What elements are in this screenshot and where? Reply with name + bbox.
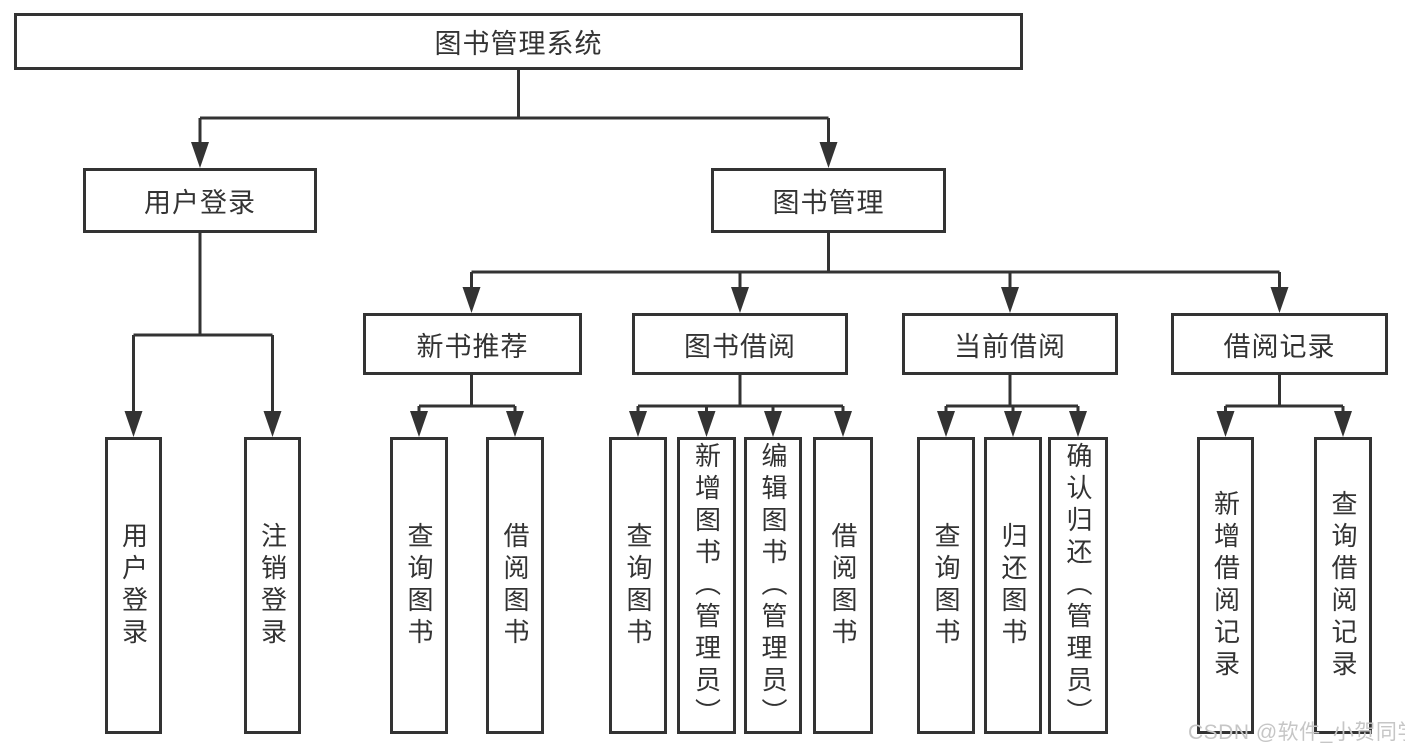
- leaf-add-book-admin: 新增图书（管理员）: [677, 437, 736, 734]
- leaf-label: 新增借阅记录: [1210, 489, 1241, 682]
- leaf-query-books-current: 查询图书: [917, 437, 975, 734]
- leaf-label: 借阅图书: [828, 521, 858, 650]
- leaf-label: 注销登录: [257, 521, 288, 650]
- leaf-label: 查询借阅记录: [1328, 489, 1358, 682]
- node-label: 图书管理系统: [434, 29, 603, 59]
- node-library-system: 图书管理系统: [14, 13, 1023, 70]
- node-user-login: 用户登录: [83, 168, 317, 233]
- node-book-management: 图书管理: [711, 168, 946, 233]
- leaf-logout: 注销登录: [244, 437, 301, 734]
- leaf-label: 归还图书: [998, 521, 1028, 650]
- leaf-label: 查询图书: [404, 521, 434, 650]
- leaf-label: 查询图书: [623, 521, 653, 650]
- leaf-return-books: 归还图书: [984, 437, 1042, 734]
- node-label: 新书推荐: [416, 331, 529, 362]
- leaf-edit-book-admin: 编辑图书（管理员）: [744, 437, 802, 734]
- leaf-add-borrow-record: 新增借阅记录: [1197, 437, 1254, 734]
- leaf-query-books-recommend: 查询图书: [390, 437, 448, 734]
- csdn-watermark: CSDN @软件_小贺同学: [1188, 721, 1405, 744]
- leaf-label: 编辑图书（管理员）: [758, 441, 788, 730]
- leaf-label: 借阅图书: [500, 521, 530, 650]
- leaf-label: 用户登录: [118, 521, 149, 650]
- node-book-borrowing: 图书借阅: [632, 313, 848, 375]
- leaf-confirm-return-admin: 确认归还（管理员）: [1048, 437, 1108, 734]
- node-label: 图书管理: [772, 188, 885, 218]
- leaf-query-books-borrowing: 查询图书: [609, 437, 667, 734]
- node-borrowing-records: 借阅记录: [1171, 313, 1388, 375]
- node-label: 用户登录: [144, 188, 256, 218]
- leaf-user-login: 用户登录: [105, 437, 162, 734]
- leaf-label: 新增图书（管理员）: [691, 441, 722, 730]
- leaf-query-borrow-record: 查询借阅记录: [1314, 437, 1372, 734]
- node-current-borrowing: 当前借阅: [902, 313, 1118, 375]
- leaf-borrow-books-recommend: 借阅图书: [486, 437, 544, 734]
- leaf-label: 确认归还（管理员）: [1063, 441, 1093, 730]
- leaf-label: 查询图书: [931, 521, 961, 650]
- node-label: 借阅记录: [1223, 331, 1336, 362]
- leaf-borrow-books-borrowing: 借阅图书: [813, 437, 873, 734]
- node-label: 图书借阅: [684, 331, 796, 362]
- node-new-book-recommendation: 新书推荐: [363, 313, 582, 375]
- node-label: 当前借阅: [954, 331, 1066, 362]
